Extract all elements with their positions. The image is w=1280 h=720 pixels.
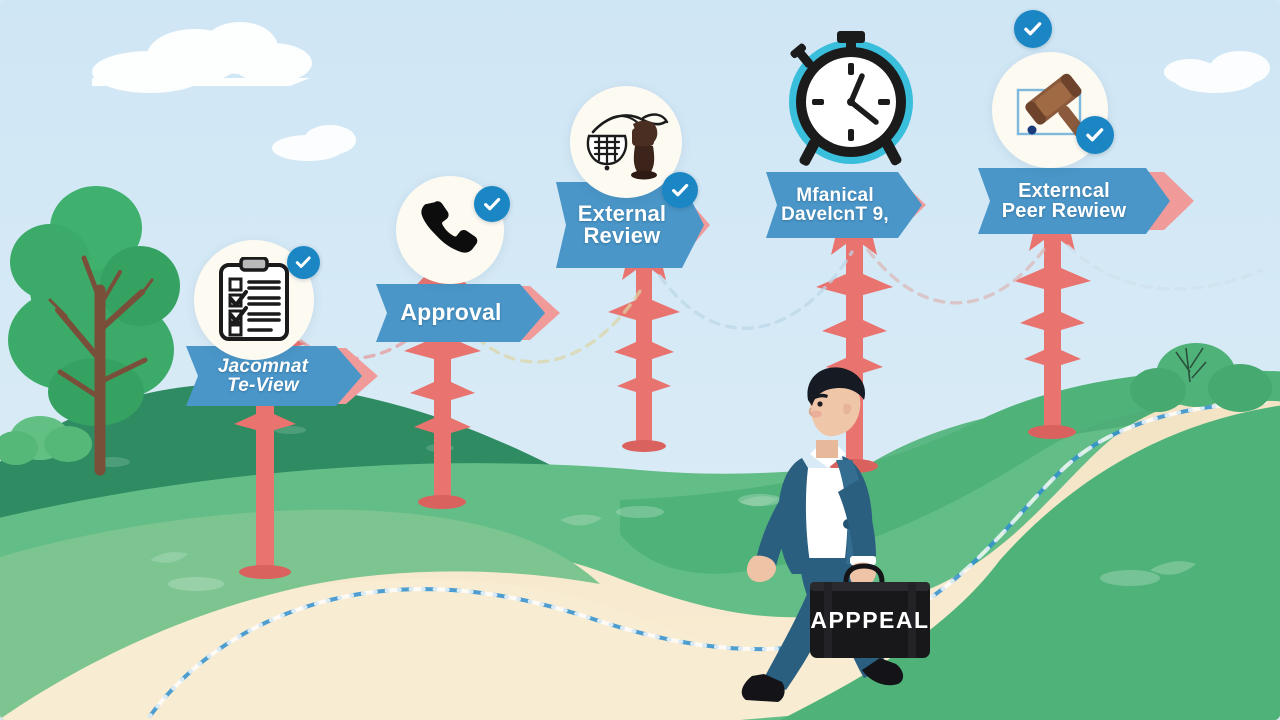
cloud-group	[92, 22, 1270, 161]
briefcase-label: APPPEAL	[810, 607, 929, 633]
cloud-mid	[272, 125, 356, 161]
briefcase-strap-right	[908, 582, 916, 658]
sign-label-4-text: Mfanical DavelcnT 9,	[781, 184, 889, 225]
sign-label-1-text: Jacomnat Te-View	[217, 355, 309, 396]
sign-plates	[186, 168, 1194, 406]
clipboard-checklist-icon	[219, 257, 289, 341]
check-icon	[1086, 128, 1104, 142]
icon-bubble-scales[interactable]	[570, 86, 682, 198]
telephone-icon	[421, 201, 478, 253]
sign-label-1[interactable]: Jacomnat Te-View	[188, 346, 338, 406]
ear	[843, 403, 852, 415]
briefcase-edge	[810, 582, 930, 591]
nose	[808, 407, 813, 416]
check-icon	[671, 183, 689, 197]
sign-label-4[interactable]: Mfanical DavelcnT 9,	[768, 172, 902, 238]
icon-bubble-alarm-clock[interactable]	[776, 22, 926, 172]
eye	[817, 401, 823, 407]
sign-label-3[interactable]: External Review	[558, 182, 686, 268]
briefcase-strap-left	[824, 582, 832, 658]
briefcase-handle	[843, 563, 885, 583]
check-icon	[1024, 22, 1042, 36]
sign-label-5-text: Externcal Peer Rewiew	[1001, 179, 1127, 222]
arm-front	[838, 480, 876, 562]
shoe-back	[741, 674, 785, 702]
sign-plate-5	[978, 168, 1170, 234]
hair	[807, 367, 866, 406]
grass-right-lobe	[760, 404, 1280, 720]
check-badge-3	[662, 172, 698, 208]
cloud-left	[92, 22, 312, 93]
post-group	[186, 168, 1264, 579]
sign-label-3-text: External Review	[577, 200, 667, 248]
eyebrow	[814, 393, 828, 399]
alarm-clock-icon	[789, 31, 913, 166]
trail-dashed-line-highlight	[148, 400, 1267, 718]
sign-plate-1	[186, 346, 362, 406]
sign-label-2-text: Approval	[400, 299, 502, 326]
sign-plate-4	[766, 172, 922, 238]
hand-back	[746, 555, 776, 583]
check-badge-5a	[1014, 10, 1052, 48]
check-badge-1	[287, 246, 320, 279]
check-badge-2	[474, 186, 510, 222]
briefcase-body	[810, 582, 930, 658]
check-icon	[296, 256, 311, 269]
cuff-front	[850, 556, 876, 565]
grass-foreground-left	[0, 509, 600, 720]
check-icon	[483, 197, 501, 211]
sign-plate-2	[376, 284, 545, 342]
bush-left	[0, 416, 92, 465]
sign-label-2[interactable]: Approval	[378, 284, 524, 342]
grass-leaf-marks	[150, 496, 1196, 575]
neck	[816, 440, 838, 458]
sign-plate-3	[556, 182, 704, 268]
jacket	[778, 458, 812, 574]
sign-label-5[interactable]: Externcal Peer Rewiew	[980, 168, 1148, 234]
scales-gavel-icon	[586, 113, 669, 180]
cloud-right	[1164, 51, 1270, 93]
tree-left	[8, 186, 180, 476]
briefcase: APPPEAL	[810, 563, 930, 658]
bush-right	[1130, 343, 1272, 412]
cheek-blush	[810, 410, 822, 418]
path-road-lower	[0, 579, 980, 720]
shirt	[801, 468, 851, 558]
shoe-front	[862, 658, 904, 686]
check-badge-5b	[1076, 116, 1114, 154]
